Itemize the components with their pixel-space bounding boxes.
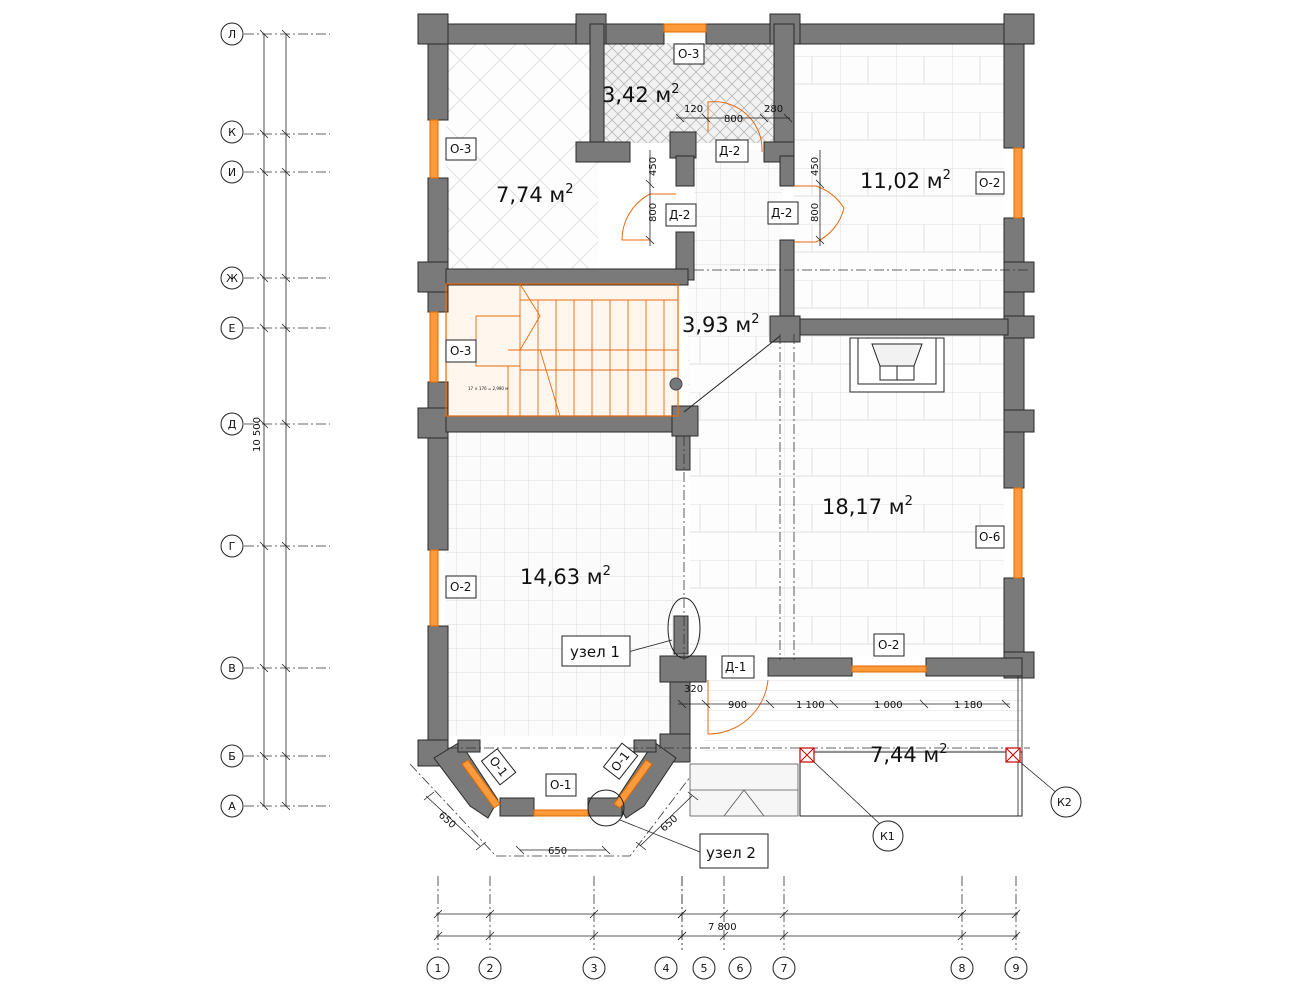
tag-window-o3-top: О-3 <box>678 47 699 61</box>
dim-1000: 1 000 <box>874 700 903 711</box>
callout-k2: К2 <box>1057 796 1072 809</box>
column-axis-9: 9 <box>1004 876 1028 980</box>
tag-window-o3-left: О-3 <box>450 142 471 156</box>
dim-450-left: 450 <box>648 157 659 176</box>
room-area-kitchen: 14,63 м2 <box>520 564 611 589</box>
column-axis-label: 2 <box>487 962 494 975</box>
windows <box>429 23 1023 817</box>
callout-k1: К1 <box>880 830 895 843</box>
dim-650-right: 650 <box>659 813 681 834</box>
dim-900: 900 <box>728 700 747 711</box>
row-axis-6: Д <box>220 412 330 436</box>
row-axis-label: А <box>228 800 236 813</box>
dim-280: 280 <box>764 104 783 115</box>
row-axis-1: Л <box>220 22 330 46</box>
column-axis-label: 4 <box>663 962 670 975</box>
row-axis-4: Ж <box>220 266 330 290</box>
column-axis-1: 1 <box>426 876 450 980</box>
row-axis-9: Б <box>220 744 330 768</box>
tag-window-o3-stair: О-3 <box>450 344 471 358</box>
dim-650-left: 650 <box>436 810 458 831</box>
dim-total-width: 7 800 <box>708 922 737 933</box>
room-area-bath: 3,42 м2 <box>602 82 680 107</box>
row-axis-label: К <box>228 126 236 139</box>
columns <box>799 747 1021 763</box>
tag-door-d2-right: Д-2 <box>771 206 792 220</box>
room-labels: 3,42 м2 7,74 м2 11,02 м2 3,93 м2 18,17 м… <box>496 82 951 767</box>
tag-window-o6: О-6 <box>979 530 1000 544</box>
column-axis-3: 3 <box>582 876 606 980</box>
tag-window-o2-left: О-2 <box>450 580 471 594</box>
dim-320: 320 <box>684 684 703 695</box>
callouts: узел 1 узел 2 К1 К2 <box>561 597 1082 869</box>
room-area-living: 18,17 м2 <box>822 494 913 519</box>
tag-door-d2-bath: Д-2 <box>719 144 740 158</box>
column-axes: 1 2 3 4 5 6 7 8 9 7 800 <box>426 876 1028 980</box>
row-axis-label: В <box>228 662 236 675</box>
column-axis-2: 2 <box>478 876 502 980</box>
row-axis-10: А <box>220 794 330 818</box>
row-axis-label: И <box>228 166 236 179</box>
dim-800-left: 800 <box>648 203 659 222</box>
column-axis-label: 3 <box>591 962 598 975</box>
column-axis-7: 7 <box>772 876 796 980</box>
row-axis-2: К <box>220 120 330 144</box>
room-area-terrace: 7,44 м2 <box>870 742 948 767</box>
row-axis-label: Е <box>229 322 236 335</box>
dim-120: 120 <box>684 104 703 115</box>
row-axis-label: Ж <box>226 272 238 285</box>
row-axis-label: Г <box>229 540 236 553</box>
column-axis-8: 8 <box>950 876 974 980</box>
dim-total-height: 10 500 <box>252 417 263 452</box>
construction-lines <box>409 269 1030 857</box>
tag-window-o1-center: О-1 <box>550 778 571 792</box>
room-area-bedroom-right: 11,02 м2 <box>860 168 951 193</box>
room-area-bedroom-left: 7,74 м2 <box>496 182 574 207</box>
column-axis-label: 5 <box>701 962 708 975</box>
column-axis-label: 7 <box>781 962 788 975</box>
row-axis-label: Б <box>228 750 236 763</box>
column-axis-4: 4 <box>654 876 687 980</box>
dim-1100: 1 100 <box>796 700 825 711</box>
stair-note: 17 × 176 = 2,990 м <box>468 386 508 391</box>
row-axis-8: В <box>220 656 330 680</box>
row-axis-5: Е <box>220 316 330 340</box>
walls <box>417 13 1035 819</box>
dim-800-bath: 800 <box>724 114 743 125</box>
opening-tags: О-3 О-3 О-3 О-2 О-2 О-6 О-2 О-1 О-1 О-1 … <box>445 43 1005 797</box>
dim-1180: 1 180 <box>954 700 983 711</box>
column-axis-label: 6 <box>737 962 744 975</box>
column-axis-6: 6 <box>719 876 752 980</box>
row-axis-7: Г <box>220 534 330 558</box>
callout-node-1: узел 1 <box>570 643 620 661</box>
tag-door-d2-left: Д-2 <box>669 208 690 222</box>
callout-node-2: узел 2 <box>706 844 756 862</box>
row-axis-3: И <box>220 160 330 184</box>
dim-450-right: 450 <box>810 157 821 176</box>
column-axis-label: 1 <box>435 962 442 975</box>
tag-door-d1: Д-1 <box>725 660 746 674</box>
fireplace <box>849 337 945 393</box>
row-axis-label: Л <box>228 28 236 41</box>
dim-800-right: 800 <box>810 203 821 222</box>
dim-650-bottom: 650 <box>548 846 567 857</box>
room-area-hall: 3,93 м2 <box>682 312 760 337</box>
doors <box>621 101 845 735</box>
row-axes: Л К И Ж Е Д Г В Б А 10 500 <box>220 22 330 818</box>
row-axis-label: Д <box>228 418 237 431</box>
tag-window-o2-bottom: О-2 <box>878 638 899 652</box>
column-axis-label: 9 <box>1013 962 1020 975</box>
tag-window-o2-right: О-2 <box>979 176 1000 190</box>
column-axis-5: 5 <box>677 876 716 980</box>
column-axis-label: 8 <box>959 962 966 975</box>
